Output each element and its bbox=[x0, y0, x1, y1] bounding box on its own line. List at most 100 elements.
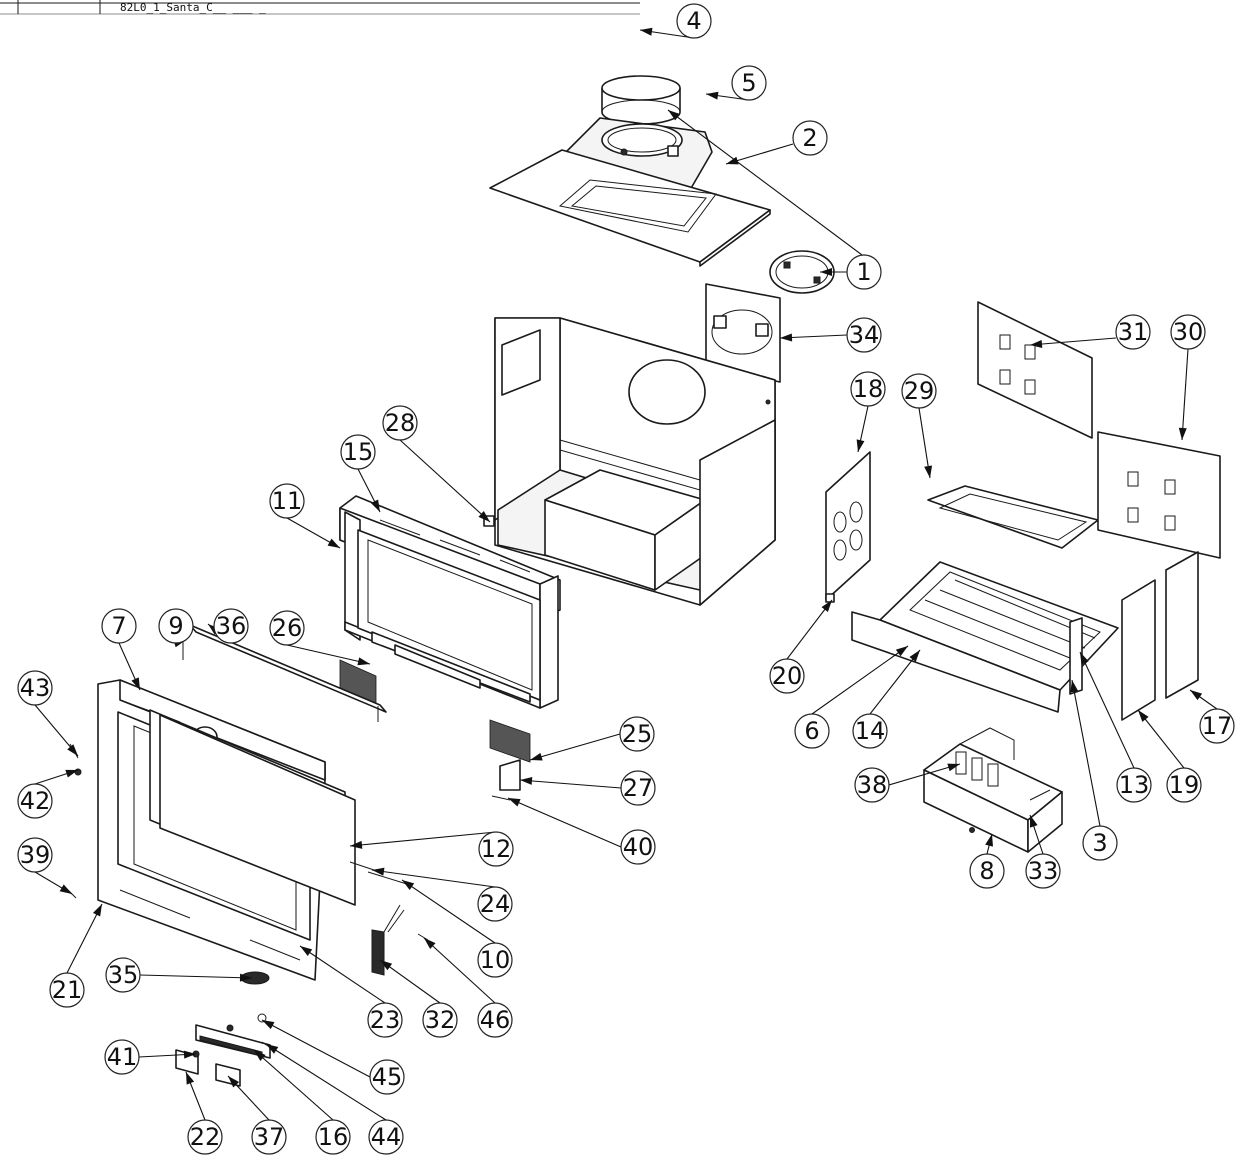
leader-arrowhead bbox=[350, 840, 363, 849]
leader-line bbox=[286, 644, 371, 665]
leader-arrowhead bbox=[93, 904, 102, 917]
leader-line bbox=[529, 733, 621, 761]
svg-text:33: 33 bbox=[1028, 857, 1059, 885]
svg-text:41: 41 bbox=[107, 1043, 138, 1071]
svg-text:17: 17 bbox=[1202, 712, 1233, 740]
leader-arrowhead bbox=[909, 650, 920, 662]
leader-line bbox=[399, 439, 491, 523]
svg-text:40: 40 bbox=[623, 833, 654, 861]
leader-arrowhead bbox=[424, 938, 436, 950]
callout-11: 11 bbox=[269, 483, 305, 519]
part-15-front-frame bbox=[339, 495, 561, 709]
svg-text:20: 20 bbox=[772, 662, 803, 690]
part-20-clip bbox=[825, 593, 835, 603]
leader-arrowhead bbox=[924, 465, 933, 478]
part-8-ash-pan bbox=[923, 727, 1063, 853]
svg-text:6: 6 bbox=[804, 717, 819, 745]
callout-2: 2 bbox=[792, 120, 828, 156]
callout-34: 34 bbox=[846, 317, 882, 353]
callout-17: 17 bbox=[1199, 708, 1235, 744]
svg-text:46: 46 bbox=[480, 1006, 511, 1034]
leader-arrowhead bbox=[668, 110, 681, 121]
callout-27: 27 bbox=[620, 770, 656, 806]
part-34-flue-plate bbox=[705, 283, 781, 383]
part-33-handle-rod bbox=[1029, 789, 1051, 801]
leader-arrowhead bbox=[131, 677, 140, 690]
part-13-side-support bbox=[1069, 617, 1083, 695]
svg-text:28: 28 bbox=[385, 409, 416, 437]
part-25-vent-grille-right bbox=[489, 719, 531, 763]
leader-line bbox=[423, 937, 496, 1004]
leader-line bbox=[401, 879, 496, 944]
part-40-spring bbox=[491, 795, 511, 801]
callout-10: 10 bbox=[477, 942, 513, 978]
svg-text:5: 5 bbox=[741, 69, 756, 97]
leader-arrowhead bbox=[262, 1020, 275, 1030]
title-block: 82L0_1_Santa_C__ ___ _ bbox=[0, 0, 640, 15]
leader-line bbox=[1071, 679, 1101, 827]
part-31-rear-brick-left bbox=[977, 301, 1093, 439]
part-10-latch bbox=[367, 871, 411, 886]
leader-arrowhead bbox=[228, 1076, 240, 1088]
svg-text:2: 2 bbox=[802, 124, 817, 152]
callout-31: 31 bbox=[1115, 314, 1151, 350]
leader-arrowhead bbox=[1070, 680, 1079, 693]
part-2-top-plate bbox=[489, 149, 771, 267]
callout-30: 30 bbox=[1170, 314, 1206, 350]
leader-arrowhead bbox=[186, 1072, 195, 1085]
svg-text:44: 44 bbox=[371, 1123, 402, 1151]
svg-text:25: 25 bbox=[622, 720, 653, 748]
callout-8: 8 bbox=[969, 853, 1005, 889]
callout-4: 4 bbox=[676, 3, 712, 39]
leader-line bbox=[253, 1049, 334, 1121]
leader-arrowhead bbox=[1080, 652, 1089, 665]
callout-42: 42 bbox=[17, 783, 53, 819]
part-36-top-trim bbox=[189, 624, 387, 722]
part-27-bracket bbox=[499, 759, 521, 791]
callout-22: 22 bbox=[187, 1119, 223, 1155]
leader-arrowhead bbox=[820, 268, 832, 276]
part-32-cable-handle bbox=[371, 904, 405, 976]
svg-text:43: 43 bbox=[20, 674, 51, 702]
callout-19: 19 bbox=[1166, 767, 1202, 803]
part-29-baffle bbox=[927, 485, 1099, 549]
leader-line bbox=[519, 779, 622, 789]
leader-arrowhead bbox=[530, 752, 543, 761]
leader-arrowhead bbox=[947, 763, 960, 772]
svg-text:26: 26 bbox=[272, 614, 303, 642]
callout-35: 35 bbox=[105, 957, 141, 993]
leader-arrowhead bbox=[59, 884, 72, 894]
leader-line bbox=[1029, 337, 1117, 346]
svg-text:29: 29 bbox=[904, 377, 935, 405]
callout-20: 20 bbox=[769, 658, 805, 694]
svg-text:22: 22 bbox=[190, 1123, 221, 1151]
callout-32: 32 bbox=[422, 1002, 458, 1038]
leader-arrowhead bbox=[856, 439, 865, 452]
svg-text:7: 7 bbox=[111, 612, 126, 640]
callout-layer: 1 2 3 4 5 6 7 8 9 10 11 12 13 14 15 16 1… bbox=[17, 3, 1235, 1155]
svg-text:34: 34 bbox=[849, 321, 880, 349]
svg-text:18: 18 bbox=[853, 375, 884, 403]
svg-text:32: 32 bbox=[425, 1006, 456, 1034]
leader-line bbox=[1181, 348, 1189, 441]
svg-text:8: 8 bbox=[979, 857, 994, 885]
leader-arrowhead bbox=[300, 946, 313, 957]
leader-arrowhead bbox=[520, 776, 533, 785]
svg-text:45: 45 bbox=[372, 1063, 403, 1091]
callout-41: 41 bbox=[104, 1039, 140, 1075]
svg-text:1: 1 bbox=[856, 258, 871, 286]
leader-line bbox=[811, 645, 909, 715]
part-46-screw bbox=[417, 933, 429, 941]
leader-arrowhead bbox=[780, 333, 793, 342]
svg-text:4: 4 bbox=[686, 7, 701, 35]
callout-6: 6 bbox=[794, 713, 830, 749]
leader-arrowhead bbox=[65, 769, 78, 778]
svg-text:12: 12 bbox=[481, 835, 512, 863]
svg-text:30: 30 bbox=[1173, 318, 1204, 346]
callout-1: 1 bbox=[846, 254, 882, 290]
leader-line bbox=[349, 831, 497, 847]
leader-arrowhead bbox=[640, 27, 653, 36]
leader-arrowhead bbox=[380, 960, 393, 971]
callout-3: 3 bbox=[1082, 825, 1118, 861]
